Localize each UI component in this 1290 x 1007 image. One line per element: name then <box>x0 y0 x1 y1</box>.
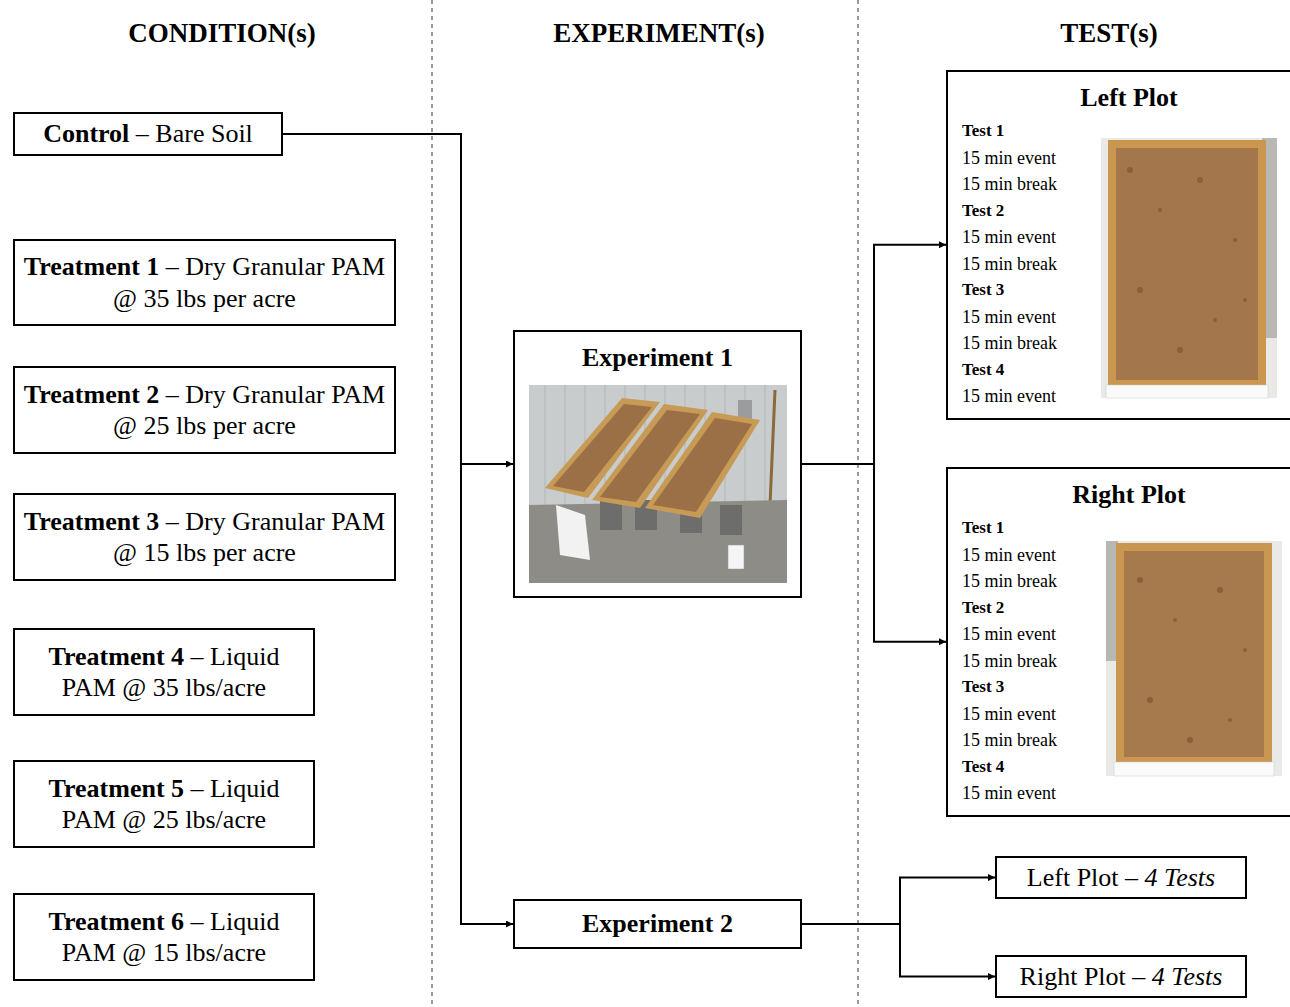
test-name: Test 4 <box>962 754 1102 781</box>
text-wrap: Experiment 2 <box>582 908 733 939</box>
text-wrap: Control– Bare Soil <box>43 118 253 149</box>
test-step: 15 min break <box>962 648 1102 675</box>
column-divider <box>857 0 858 1007</box>
plot-photo <box>1101 138 1277 398</box>
test-step: 15 min event <box>962 701 1102 728</box>
box-text: 4 Tests <box>1145 863 1216 892</box>
process-box: Left Plot –4 Tests <box>995 856 1247 899</box>
text-wrap: Left Plot –4 Tests <box>1027 862 1215 893</box>
process-box: Control– Bare Soil <box>13 112 283 156</box>
box-heading: Treatment 5 <box>49 774 185 803</box>
process-box: Experiment 2 <box>513 899 802 949</box>
text-wrap: Treatment 4– Liquid PAM @ 35 lbs/acre <box>23 641 305 703</box>
process-box: Treatment 2– Dry Granular PAM @ 25 lbs p… <box>13 366 396 454</box>
box-text: 4 Tests <box>1152 962 1223 991</box>
process-box: Treatment 3– Dry Granular PAM @ 15 lbs p… <box>13 493 396 581</box>
process-box: Right Plot –4 Tests <box>995 955 1247 998</box>
plot-box: Right PlotTest 115 min event15 min break… <box>946 467 1290 817</box>
test-step: 15 min event <box>962 621 1102 648</box>
column-header: TEST(s) <box>1060 18 1158 49</box>
text-wrap: Right Plot –4 Tests <box>1020 961 1223 992</box>
text-wrap: Treatment 3– Dry Granular PAM @ 15 lbs p… <box>23 506 386 568</box>
plot-heading: Left Plot <box>948 80 1290 116</box>
experiment-photo <box>529 385 787 583</box>
box-heading: Treatment 3 <box>24 507 160 536</box>
process-box: Treatment 4– Liquid PAM @ 35 lbs/acre <box>13 628 315 716</box>
test-step: 15 min break <box>962 251 1102 278</box>
box-heading: Control <box>43 119 129 148</box>
experiment-box: Experiment 1 <box>513 330 802 598</box>
test-step: 15 min event <box>962 304 1102 331</box>
test-step: 15 min event <box>962 542 1102 569</box>
test-step: 15 min event <box>962 145 1102 172</box>
connector <box>802 464 946 642</box>
connector <box>802 245 946 464</box>
connector <box>802 878 995 924</box>
test-step: 15 min break <box>962 330 1102 357</box>
test-name: Test 1 <box>962 118 1102 145</box>
plot-box: Left PlotTest 115 min event15 min breakT… <box>946 70 1290 420</box>
test-name: Test 2 <box>962 595 1102 622</box>
test-name: Test 3 <box>962 674 1102 701</box>
plot-photo <box>1106 541 1282 776</box>
test-step: 15 min break <box>962 568 1102 595</box>
test-step: 15 min break <box>962 727 1102 754</box>
box-heading: Experiment 1 <box>523 342 792 373</box>
process-box: Treatment 6– Liquid PAM @ 15 lbs/acre <box>13 893 315 981</box>
column-divider <box>431 0 432 1007</box>
test-step: 15 min event <box>962 383 1102 410</box>
box-heading: Treatment 1 <box>24 252 160 281</box>
box-heading: Right Plot – <box>1020 962 1146 991</box>
test-name: Test 3 <box>962 277 1102 304</box>
test-name: Test 2 <box>962 198 1102 225</box>
box-heading: Treatment 2 <box>24 380 160 409</box>
process-box: Treatment 5– Liquid PAM @ 25 lbs/acre <box>13 760 315 848</box>
box-heading: Treatment 6 <box>49 907 185 936</box>
text-wrap: Treatment 1– Dry Granular PAM @ 35 lbs p… <box>23 251 386 313</box>
text-wrap: Treatment 2– Dry Granular PAM @ 25 lbs p… <box>23 379 386 441</box>
test-step: 15 min event <box>962 224 1102 251</box>
box-text: – Bare Soil <box>136 119 253 148</box>
test-step: 15 min event <box>962 780 1102 807</box>
process-box: Treatment 1– Dry Granular PAM @ 35 lbs p… <box>13 239 396 326</box>
box-heading: Treatment 4 <box>49 642 185 671</box>
plot-heading: Right Plot <box>948 477 1290 513</box>
connector <box>283 134 513 464</box>
box-heading: Left Plot – <box>1027 863 1138 892</box>
column-header: EXPERIMENT(s) <box>553 18 765 49</box>
test-name: Test 1 <box>962 515 1102 542</box>
text-wrap: Treatment 6– Liquid PAM @ 15 lbs/acre <box>23 906 305 968</box>
text-wrap: Treatment 5– Liquid PAM @ 25 lbs/acre <box>23 773 305 835</box>
connector <box>802 924 995 977</box>
test-step: 15 min break <box>962 171 1102 198</box>
box-heading: Experiment 2 <box>582 909 733 938</box>
column-header: CONDITION(s) <box>128 18 316 49</box>
test-name: Test 4 <box>962 357 1102 384</box>
